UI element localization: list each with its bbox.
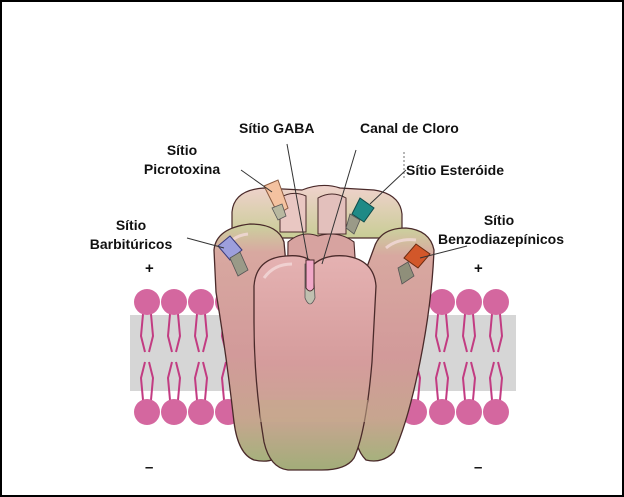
lipid-head xyxy=(483,289,509,315)
lipid-head xyxy=(134,399,160,425)
picrotoxin-label-line2: Picrotoxina xyxy=(144,161,220,177)
steroid-site-label: Sítio Esteróide xyxy=(406,162,504,178)
lipid-head xyxy=(456,399,482,425)
plus-sign-right: + xyxy=(474,260,483,277)
gaba-site-label: Sítio GABA xyxy=(239,120,314,136)
lipid-head xyxy=(188,289,214,315)
subunit-band xyxy=(260,400,368,422)
plus-sign-left: + xyxy=(145,260,154,277)
lipid-head xyxy=(456,289,482,315)
barbiturate-label-line1: Sítio xyxy=(116,217,146,233)
benzodiazepine-label-line2: Benzodiazepínicos xyxy=(438,231,564,247)
receptor-protein xyxy=(214,185,434,470)
lipid-head xyxy=(429,289,455,315)
minus-sign-left: – xyxy=(145,459,153,476)
chlorine-channel-label: Canal de Cloro xyxy=(360,120,459,136)
picrotoxin-label-line1: Sítio xyxy=(167,142,197,158)
benzodiazepine-label-line1: Sítio xyxy=(484,212,514,228)
back-subunit-ridge xyxy=(318,194,346,234)
lipid-head xyxy=(188,399,214,425)
lipid-head xyxy=(429,399,455,425)
lipid-head xyxy=(483,399,509,425)
lipid-head xyxy=(134,289,160,315)
gaba-site xyxy=(305,260,315,304)
minus-sign-right: – xyxy=(474,459,482,476)
lipid-head xyxy=(161,289,187,315)
front-subunit xyxy=(254,256,376,470)
lipid-head xyxy=(161,399,187,425)
barbiturate-label-line2: Barbitúricos xyxy=(90,236,173,252)
